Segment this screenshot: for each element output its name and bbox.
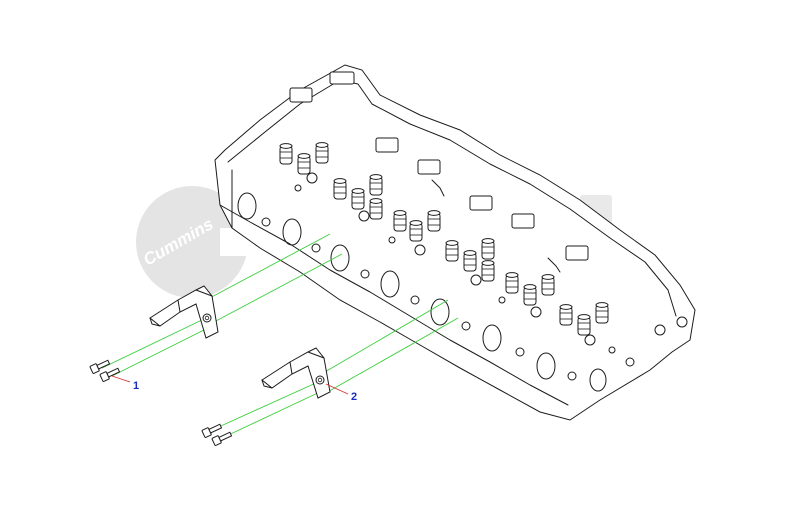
port-openings [237,192,688,392]
assembly-leader-lines [101,233,459,439]
watermark-logo-circle [136,186,248,298]
capscrews-1 [89,359,121,382]
lifting-bracket-2 [261,347,331,399]
valve-springs [279,142,609,336]
callout-1-label: 1 [133,380,139,392]
callout-2-label: 2 [351,391,357,403]
cylinder-head [214,64,696,421]
injector-bores [294,172,616,354]
callout-1: 1 [111,375,139,392]
top-bosses [289,71,589,273]
lifting-bracket-1 [149,285,219,339]
callout-2: 2 [325,383,357,403]
capscrews-2 [201,423,233,446]
